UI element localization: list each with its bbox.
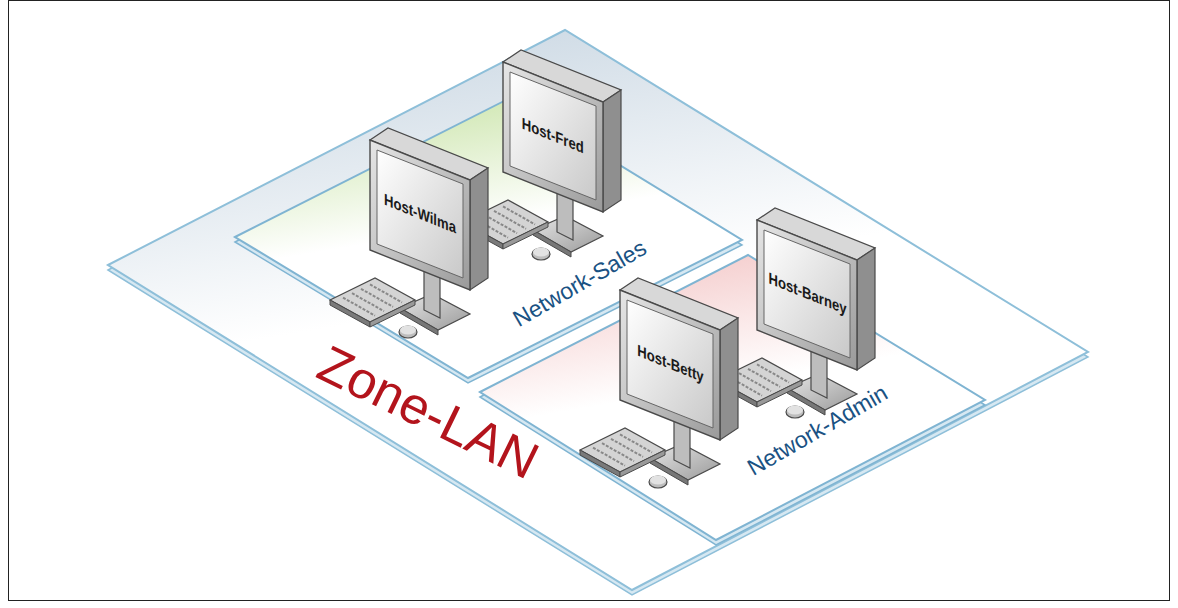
key-row — [611, 439, 643, 457]
host-computer: Host-Wilma — [320, 118, 520, 358]
key-row — [343, 298, 375, 316]
plane-surface — [480, 255, 985, 540]
mouse — [786, 406, 804, 418]
key-row — [352, 293, 384, 311]
key-row — [494, 211, 526, 229]
monitor-screen — [627, 300, 713, 428]
key-row — [503, 206, 535, 224]
mouse — [532, 248, 550, 260]
monitor-bezel — [757, 220, 857, 370]
key-row — [739, 373, 771, 391]
key-row — [620, 434, 652, 452]
key-row — [602, 443, 634, 461]
mouse — [649, 476, 667, 488]
monitor-side — [470, 168, 488, 290]
keyboard — [330, 278, 415, 322]
computer-icon — [570, 268, 770, 508]
monitor-side — [720, 318, 738, 440]
monitor-side — [603, 90, 621, 212]
computer-icon — [320, 118, 520, 358]
mouse — [399, 326, 417, 338]
keyboard — [580, 428, 665, 472]
monitor-screen — [764, 230, 850, 358]
key-row — [361, 289, 393, 307]
monitor-screen — [510, 72, 596, 200]
key-row — [748, 369, 780, 387]
monitor-side — [857, 248, 875, 370]
key-row — [593, 448, 625, 466]
monitor-bezel — [370, 140, 470, 290]
key-row — [757, 364, 789, 382]
monitor-screen — [377, 150, 463, 278]
host-computer: Host-Betty — [570, 268, 770, 508]
monitor-bezel — [620, 290, 720, 440]
plane-surface — [108, 30, 1088, 590]
key-row — [370, 284, 402, 302]
monitor-bezel — [503, 62, 603, 212]
frame-border — [9, 1, 1170, 601]
key-row — [485, 215, 517, 233]
